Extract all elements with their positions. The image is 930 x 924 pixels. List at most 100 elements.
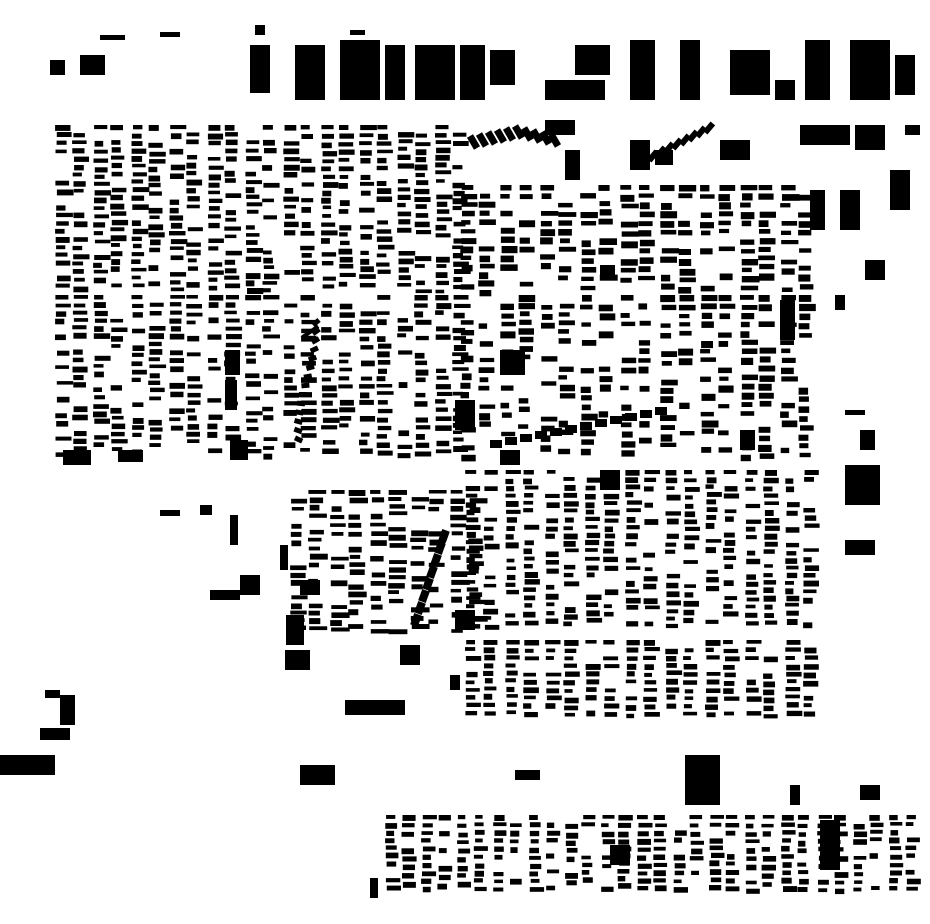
building [415, 157, 427, 163]
building [639, 437, 652, 444]
building [73, 406, 88, 413]
building [111, 327, 128, 332]
building [397, 163, 415, 169]
building [905, 869, 915, 875]
building [586, 687, 597, 692]
building [246, 180, 262, 185]
building [566, 880, 577, 886]
building [149, 373, 160, 379]
building [637, 878, 652, 884]
building [465, 656, 482, 661]
building [540, 185, 555, 191]
building [452, 253, 463, 259]
building [803, 589, 817, 594]
building [284, 401, 298, 406]
building [660, 323, 671, 328]
building [546, 611, 555, 616]
building [359, 283, 376, 288]
building [666, 656, 677, 662]
building [169, 215, 184, 221]
building [322, 448, 339, 454]
building [132, 187, 150, 193]
building [385, 45, 405, 100]
building [786, 565, 799, 570]
building [331, 556, 349, 561]
building [786, 510, 798, 516]
building [246, 381, 261, 387]
building [225, 250, 242, 256]
building [564, 648, 577, 653]
building [465, 502, 477, 508]
building [585, 494, 596, 500]
building [661, 283, 675, 290]
building [132, 172, 147, 177]
building [245, 171, 256, 177]
building [563, 572, 574, 578]
building [187, 196, 200, 202]
building [132, 204, 149, 210]
building [416, 230, 432, 235]
building [507, 702, 517, 707]
building [854, 880, 863, 884]
building [764, 501, 779, 505]
building [360, 311, 377, 317]
building [454, 303, 471, 308]
building [262, 406, 274, 412]
building [187, 266, 198, 271]
building [230, 515, 238, 545]
building [763, 573, 773, 578]
building [540, 254, 555, 260]
building [759, 400, 772, 407]
building [132, 352, 144, 357]
building [565, 823, 579, 829]
building [565, 840, 576, 846]
building [860, 430, 875, 450]
building [402, 815, 416, 821]
building [506, 517, 517, 523]
building [262, 165, 273, 171]
building [60, 695, 75, 725]
building [546, 518, 559, 524]
building [599, 376, 613, 383]
building [785, 647, 801, 652]
building [330, 580, 348, 587]
building [349, 562, 366, 567]
building [224, 310, 237, 315]
building [321, 238, 330, 244]
building [835, 295, 845, 310]
building [466, 580, 476, 584]
building [529, 830, 540, 837]
building [665, 623, 678, 629]
building [479, 219, 496, 225]
building [291, 507, 304, 511]
building [359, 399, 374, 405]
building [745, 486, 756, 491]
building [263, 334, 280, 339]
building [626, 517, 636, 523]
building [376, 442, 390, 448]
building [604, 540, 615, 547]
building [309, 529, 324, 535]
building [763, 656, 778, 663]
building [453, 284, 467, 290]
building [452, 205, 462, 211]
building [620, 259, 638, 266]
building [466, 134, 481, 150]
building [359, 336, 370, 342]
building [604, 696, 615, 701]
building [284, 392, 300, 398]
building [149, 434, 162, 440]
building [421, 838, 431, 843]
building [763, 681, 775, 688]
building [458, 848, 471, 854]
building [290, 618, 305, 622]
building [466, 596, 481, 600]
building [661, 304, 677, 311]
building [724, 672, 736, 678]
building [581, 395, 592, 401]
building [376, 376, 386, 382]
building [94, 181, 110, 186]
building [149, 151, 166, 157]
building [169, 207, 179, 214]
building [523, 672, 536, 677]
